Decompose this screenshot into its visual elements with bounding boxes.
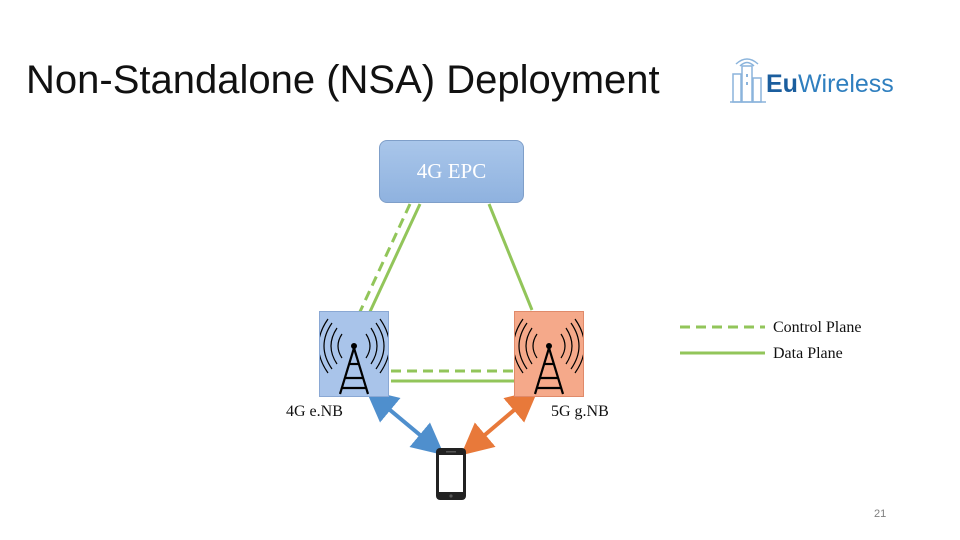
legend-control-plane: Control Plane: [773, 319, 862, 336]
smartphone-icon: [436, 448, 466, 500]
core-4g-epc: 4G EPC: [379, 140, 524, 203]
radio-tower-icon: [320, 318, 388, 395]
legend-data-plane: Data Plane: [773, 345, 843, 362]
link-core-gnb-data: [487, 203, 534, 311]
page-number: 21: [874, 508, 887, 520]
slide-title: Non-Standalone (NSA) Deployment: [26, 58, 660, 102]
link-enb-device-radio: [365, 389, 445, 456]
logo-suffix: Wireless: [797, 70, 894, 98]
link-gnb-device-radio: [460, 389, 539, 456]
euwireless-logo: EuWireless: [728, 52, 898, 112]
node-label-enb: 4G e.NB: [286, 403, 343, 420]
link-core-enb-control: [356, 203, 412, 317]
logo-wordmark: EuWireless: [766, 70, 894, 99]
city-skyline-wifi-icon: [730, 58, 766, 103]
node-5g-gnb: [514, 311, 584, 397]
logo-prefix: Eu: [766, 70, 798, 98]
node-4g-enb: [319, 311, 389, 397]
radio-tower-icon: [515, 318, 583, 395]
link-core-enb-data: [366, 203, 422, 317]
node-label-gnb: 5G g.NB: [551, 403, 609, 420]
